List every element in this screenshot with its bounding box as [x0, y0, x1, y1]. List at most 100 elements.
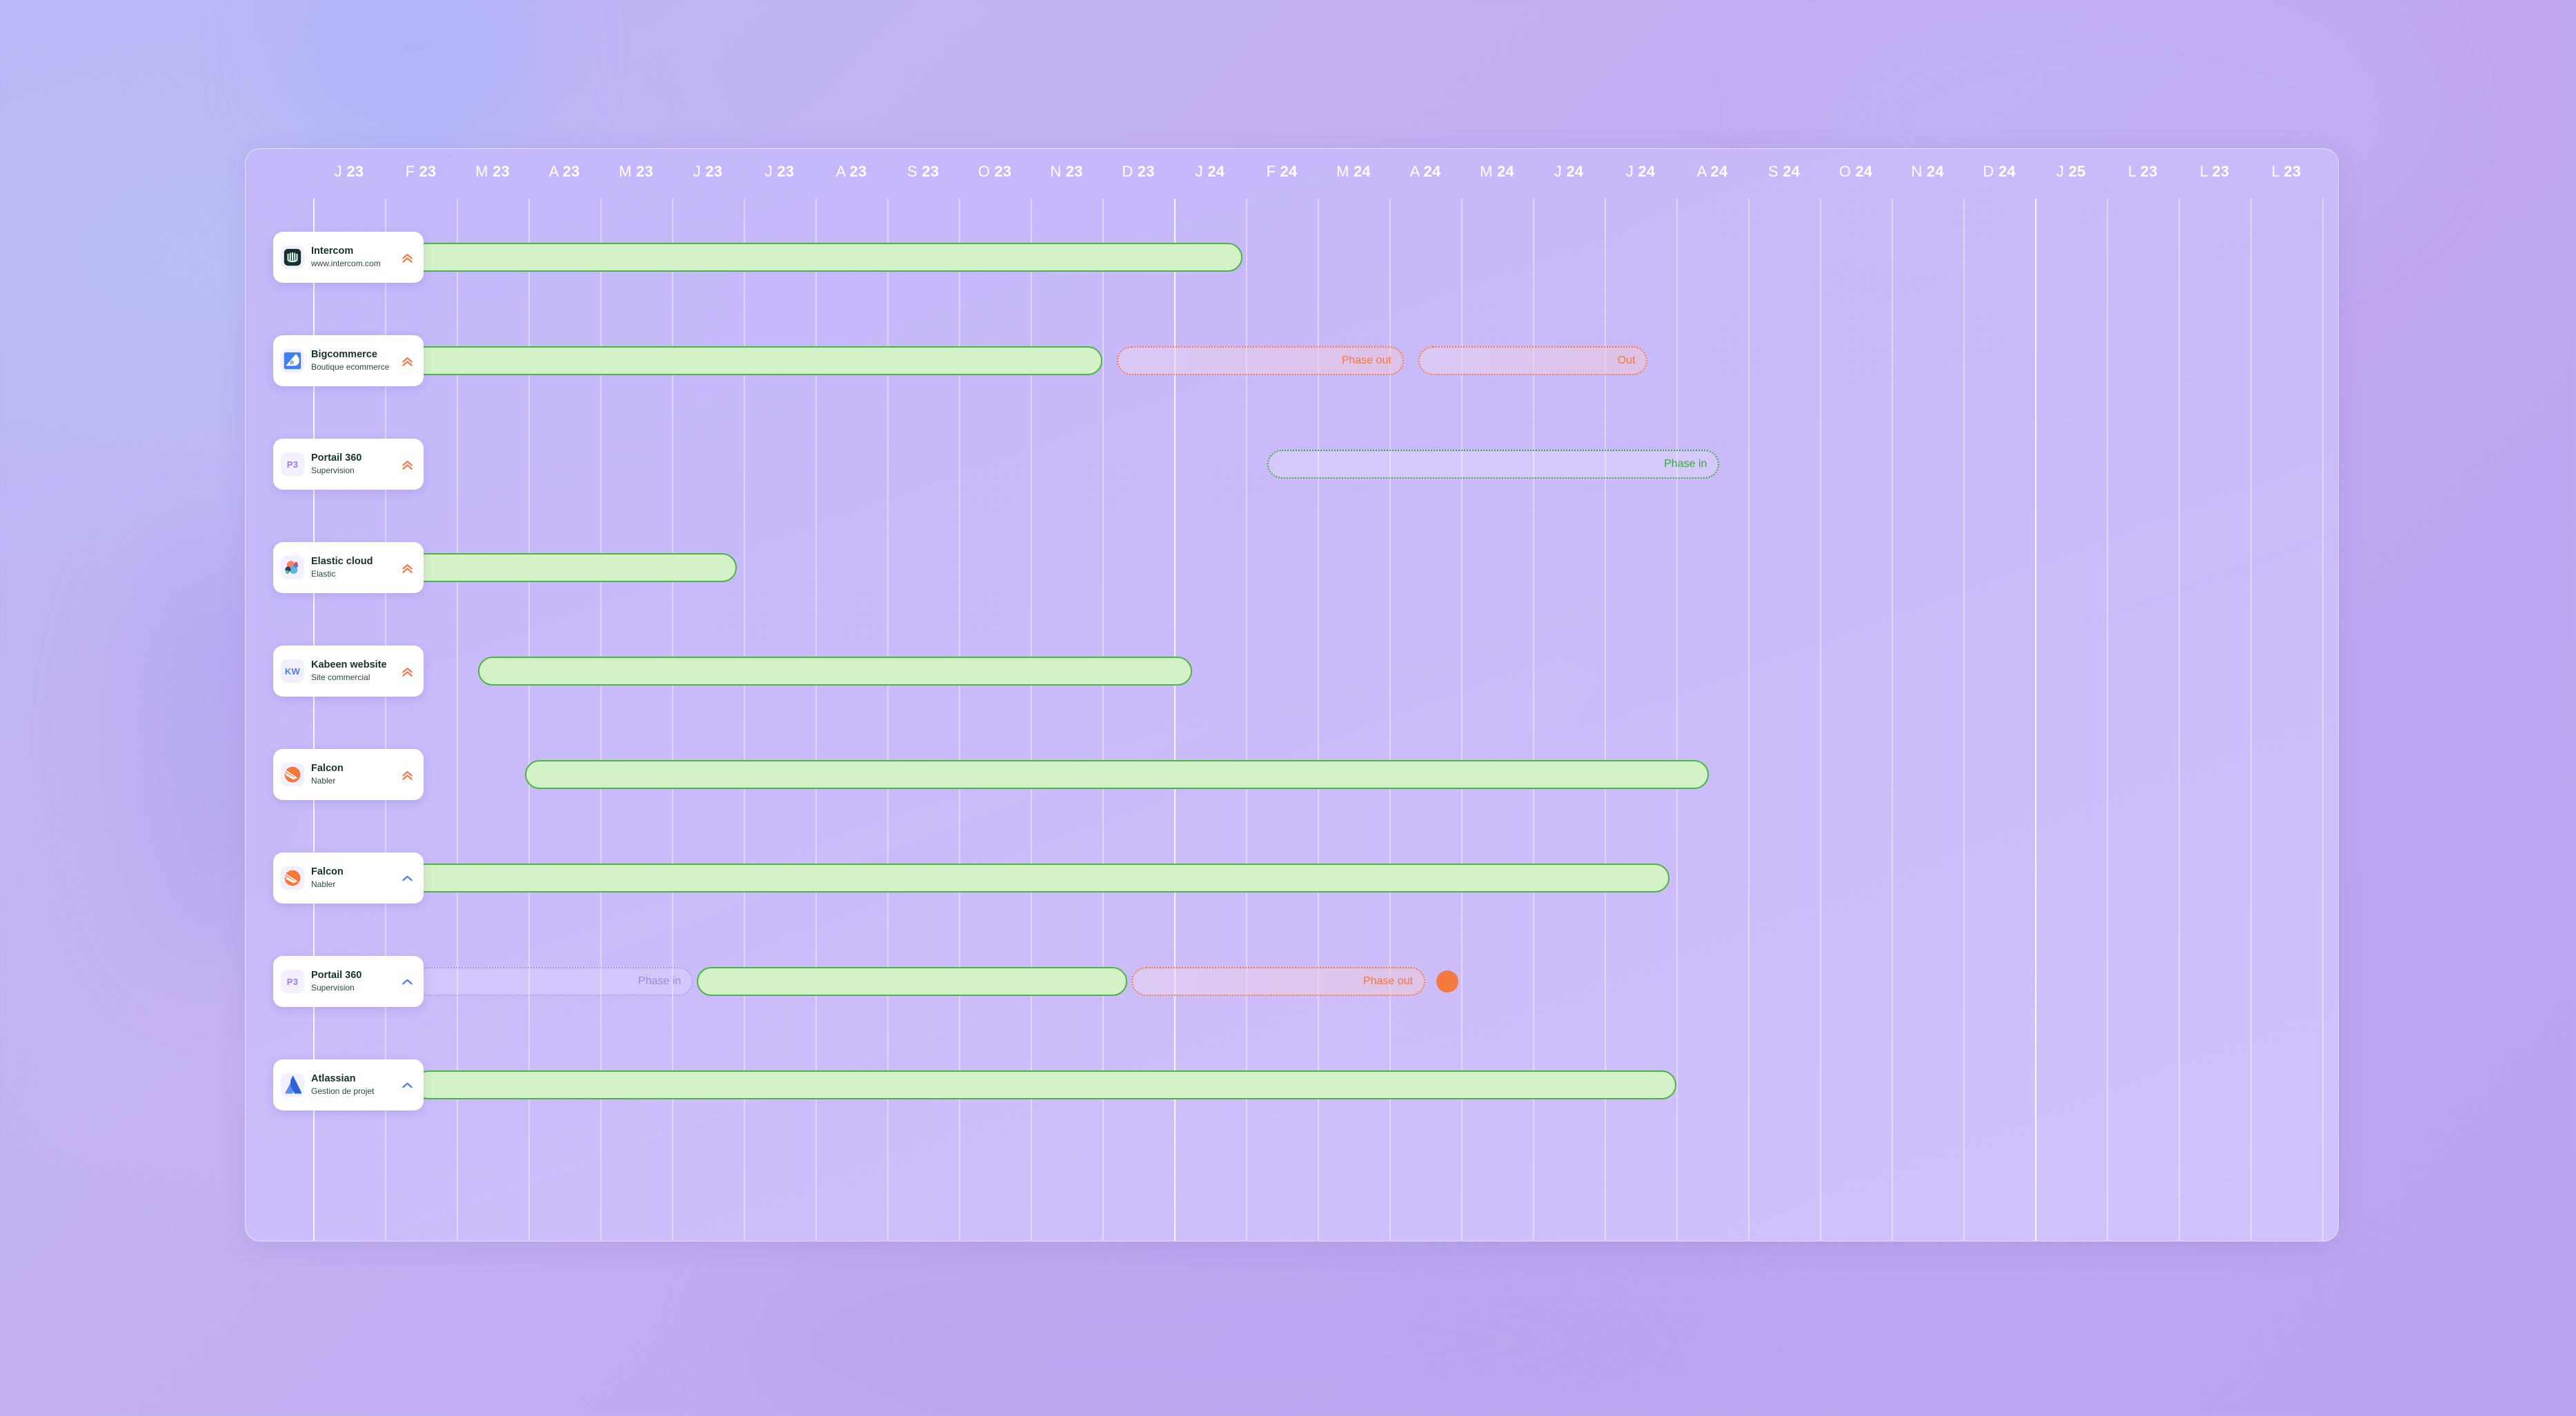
month-letter: L	[2199, 163, 2208, 180]
chevron-up-icon[interactable]	[400, 1078, 415, 1093]
app-card-expand-toggle[interactable]	[399, 250, 415, 265]
gridline	[1174, 199, 1176, 1241]
falcon-logo-icon	[281, 763, 304, 786]
gridline	[1318, 199, 1319, 1241]
year-number: 23	[922, 163, 940, 180]
timeline-bar-active[interactable]	[410, 864, 1670, 893]
gridline	[1892, 199, 1893, 1241]
timeline-month-label: A 24	[1697, 163, 1728, 181]
year-number: 23	[419, 163, 437, 180]
year-number: 24	[1998, 163, 2016, 180]
timeline-bar-phase-out[interactable]: Phase out	[1131, 967, 1425, 996]
month-letter: L	[2271, 163, 2280, 180]
app-card-expand-toggle[interactable]	[399, 768, 415, 782]
gridline	[744, 199, 745, 1241]
app-card-expand-toggle[interactable]	[399, 664, 415, 679]
double-chevron-up-icon[interactable]	[400, 457, 415, 472]
year-number: 24	[1783, 163, 1801, 180]
timeline-bar-active[interactable]	[478, 657, 1192, 686]
app-title: Portail 360	[311, 452, 362, 464]
month-letter: L	[2128, 163, 2137, 180]
timeline-bar-active[interactable]	[313, 243, 1242, 272]
gridline	[1820, 199, 1821, 1241]
chevron-up-icon[interactable]	[400, 975, 415, 989]
timeline-bar-phase-in-muted[interactable]: Phase in	[413, 967, 694, 996]
app-card-expand-toggle[interactable]	[399, 975, 415, 989]
year-number: 23	[777, 163, 795, 180]
timeline-bar-phase-out[interactable]: Out	[1418, 346, 1648, 375]
year-number: 24	[1638, 163, 1656, 180]
timeline-bar-active[interactable]	[413, 1070, 1676, 1099]
app-card-expand-toggle[interactable]	[399, 1078, 415, 1093]
timeline-bar-phase-out[interactable]: Phase out	[1116, 346, 1404, 375]
app-title: Atlassian	[311, 1073, 356, 1085]
timeline-bar-active[interactable]	[697, 967, 1128, 996]
gridline	[457, 199, 458, 1241]
app-card-expand-toggle[interactable]	[399, 561, 415, 575]
app-card-expand-toggle[interactable]	[399, 457, 415, 472]
background-blob	[745, 1228, 1711, 1416]
timeline-month-label: D 23	[1122, 163, 1154, 181]
app-card-expand-toggle[interactable]	[399, 871, 415, 886]
timeline-bar-active[interactable]	[524, 760, 1709, 789]
month-letter: J	[693, 163, 702, 180]
timeline-bar-active[interactable]	[313, 346, 1102, 375]
gridline	[1246, 199, 1247, 1241]
gridline	[1963, 199, 1965, 1241]
timeline-month-label: A 23	[549, 163, 580, 181]
chevron-up-icon[interactable]	[400, 871, 415, 886]
double-chevron-up-icon[interactable]	[400, 354, 415, 368]
gridline	[313, 199, 315, 1241]
timeline-bar-phase-in-green[interactable]: Phase in	[1267, 450, 1720, 479]
end-of-life-marker[interactable]	[1436, 970, 1458, 993]
app-subtitle: www.intercom.com	[311, 258, 381, 268]
app-card-expand-toggle[interactable]	[399, 354, 415, 368]
timeline-month-label: A 24	[1410, 163, 1441, 181]
year-number: 24	[1496, 163, 1514, 180]
logo-initials-text: P3	[286, 459, 299, 470]
timeline-month-label: F 23	[406, 163, 437, 181]
app-subtitle: Supervision	[311, 465, 355, 475]
double-chevron-up-icon[interactable]	[400, 250, 415, 265]
app-title: Intercom	[311, 246, 354, 257]
app-subtitle: Nabler	[311, 879, 336, 889]
month-letter: N	[1050, 163, 1062, 180]
app-title: Falcon	[311, 866, 344, 878]
double-chevron-up-icon[interactable]	[400, 768, 415, 782]
gridline	[672, 199, 673, 1241]
timeline-bar-label: Out	[1617, 355, 1636, 366]
month-letter: F	[1266, 163, 1276, 180]
year-number: 23	[635, 163, 653, 180]
timeline-month-label: S 24	[1768, 163, 1800, 181]
app-logo-initials: P3	[281, 452, 304, 476]
double-chevron-up-icon[interactable]	[400, 561, 415, 575]
timeline-month-label: O 24	[1839, 163, 1873, 181]
logo-initials-text: KW	[284, 666, 301, 677]
timeline-bar-label: Phase in	[637, 975, 682, 987]
timeline-month-label: M 23	[619, 163, 653, 181]
year-number: 24	[1855, 163, 1873, 180]
timeline-month-label: A 23	[836, 163, 867, 181]
double-chevron-up-icon[interactable]	[400, 664, 415, 679]
year-number: 23	[492, 163, 510, 180]
